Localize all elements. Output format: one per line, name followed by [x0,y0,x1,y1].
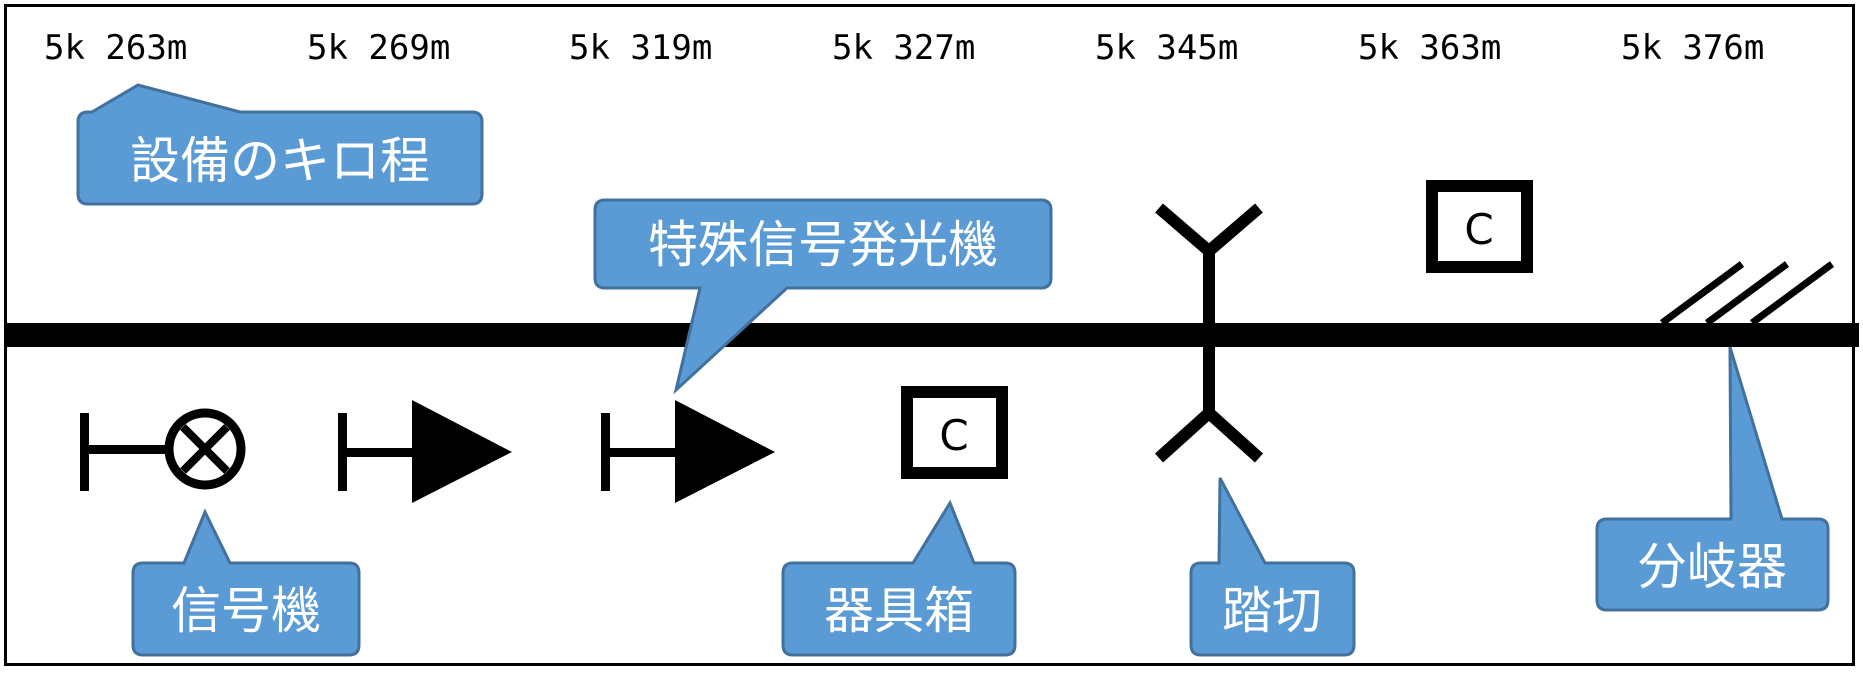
track-line [4,323,1859,347]
equipment-box-symbol-lower: C [901,386,1008,479]
callout-signal: 信号機 [131,508,361,657]
callout-special-signal: 特殊信号発光機 [593,198,1053,395]
callout-turnout-text: 分岐器 [1637,538,1787,596]
km-label-5: 5k 345m [1095,28,1239,68]
box-letter-lower: C [939,411,968,460]
special-signal-symbol-2 [601,400,775,503]
km-label-2: 5k 269m [307,28,451,68]
km-label-3: 5k 319m [569,28,713,68]
crossing-symbol [1154,203,1264,463]
callout-special-signal-text: 特殊信号発光機 [648,216,998,274]
equipment-box-symbol-upper: C [1426,180,1533,273]
km-label-4: 5k 327m [832,28,976,68]
km-label-6: 5k 363m [1358,28,1502,68]
callout-crossing: 踏切 [1189,477,1356,657]
callout-crossing-text: 踏切 [1222,582,1322,640]
km-label-1: 5k 263m [44,28,188,68]
callout-kilo: 設備のキロ程 [76,83,484,206]
km-label-7: 5k 376m [1621,28,1765,68]
callout-signal-text: 信号機 [171,582,321,640]
turnout-symbol [1659,261,1835,326]
callout-equipment-box: 器具箱 [781,499,1017,657]
box-letter-upper: C [1464,205,1493,254]
signal-symbol [80,408,246,491]
special-signal-symbol-1 [338,400,512,503]
callout-kilo-text: 設備のキロ程 [130,132,430,190]
callout-turnout: 分岐器 [1595,346,1830,612]
callout-equipment-box-text: 器具箱 [824,582,974,640]
